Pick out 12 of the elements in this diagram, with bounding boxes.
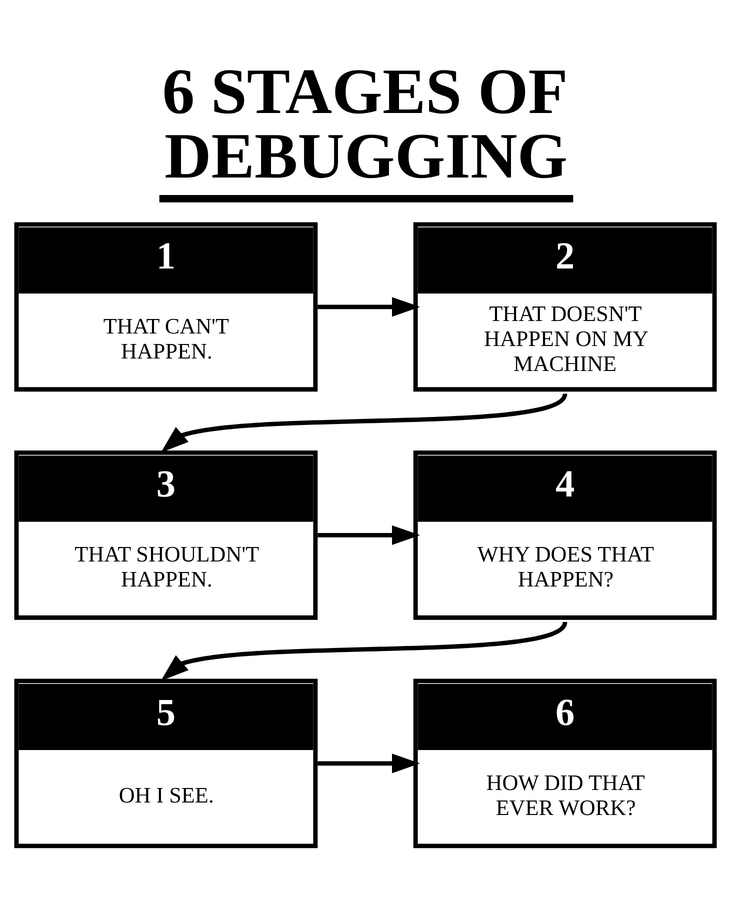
arrow [318,524,420,544]
arrow [160,620,567,680]
node-box: 6 HOW DID THAT EVER WORK? [413,678,717,848]
arrow [160,392,567,452]
node-box: 2 THAT DOESN'T HAPPEN ON MY MACHINE [413,222,717,392]
node-box: 1 THAT CAN'T HAPPEN. [14,222,318,392]
node-box: 5 OH I SEE. [14,678,318,848]
node-box: 3 THAT SHOULDN'T HAPPEN. [14,450,318,620]
arrow [318,296,420,316]
node-box: 4 WHY DOES THAT HAPPEN? [413,450,717,620]
diagram-title: 6 STAGES OF DEBUGGING [162,55,568,192]
arrow [318,753,420,773]
